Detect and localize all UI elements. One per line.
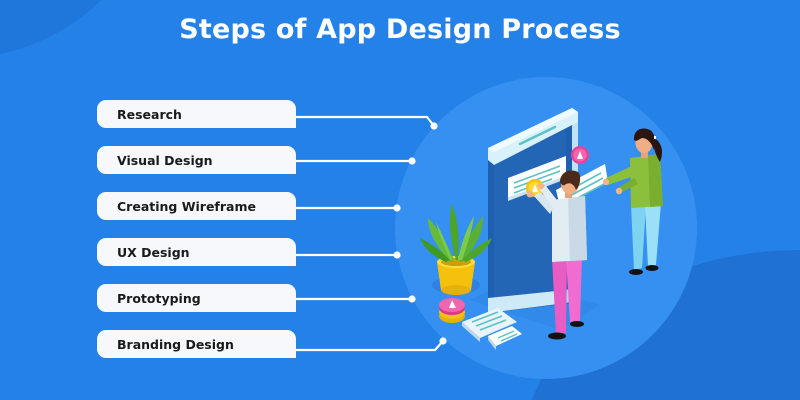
designer-man-icon <box>526 170 587 340</box>
plant-icon <box>420 204 492 295</box>
step-label-creating-wireframe: Creating Wireframe <box>97 192 296 220</box>
designer-woman-icon <box>602 128 663 275</box>
step-label-research: Research <box>97 100 296 128</box>
step-label-visual-design: Visual Design <box>97 146 296 174</box>
page-title: Steps of App Design Process <box>179 14 621 45</box>
step-label-branding-design: Branding Design <box>97 330 296 358</box>
document-icon <box>462 308 522 350</box>
step-label-ux-design: UX Design <box>97 238 296 266</box>
notification-badge-icon <box>571 146 589 164</box>
step-label-prototyping: Prototyping <box>97 284 296 312</box>
notification-badge-icon <box>439 298 465 323</box>
